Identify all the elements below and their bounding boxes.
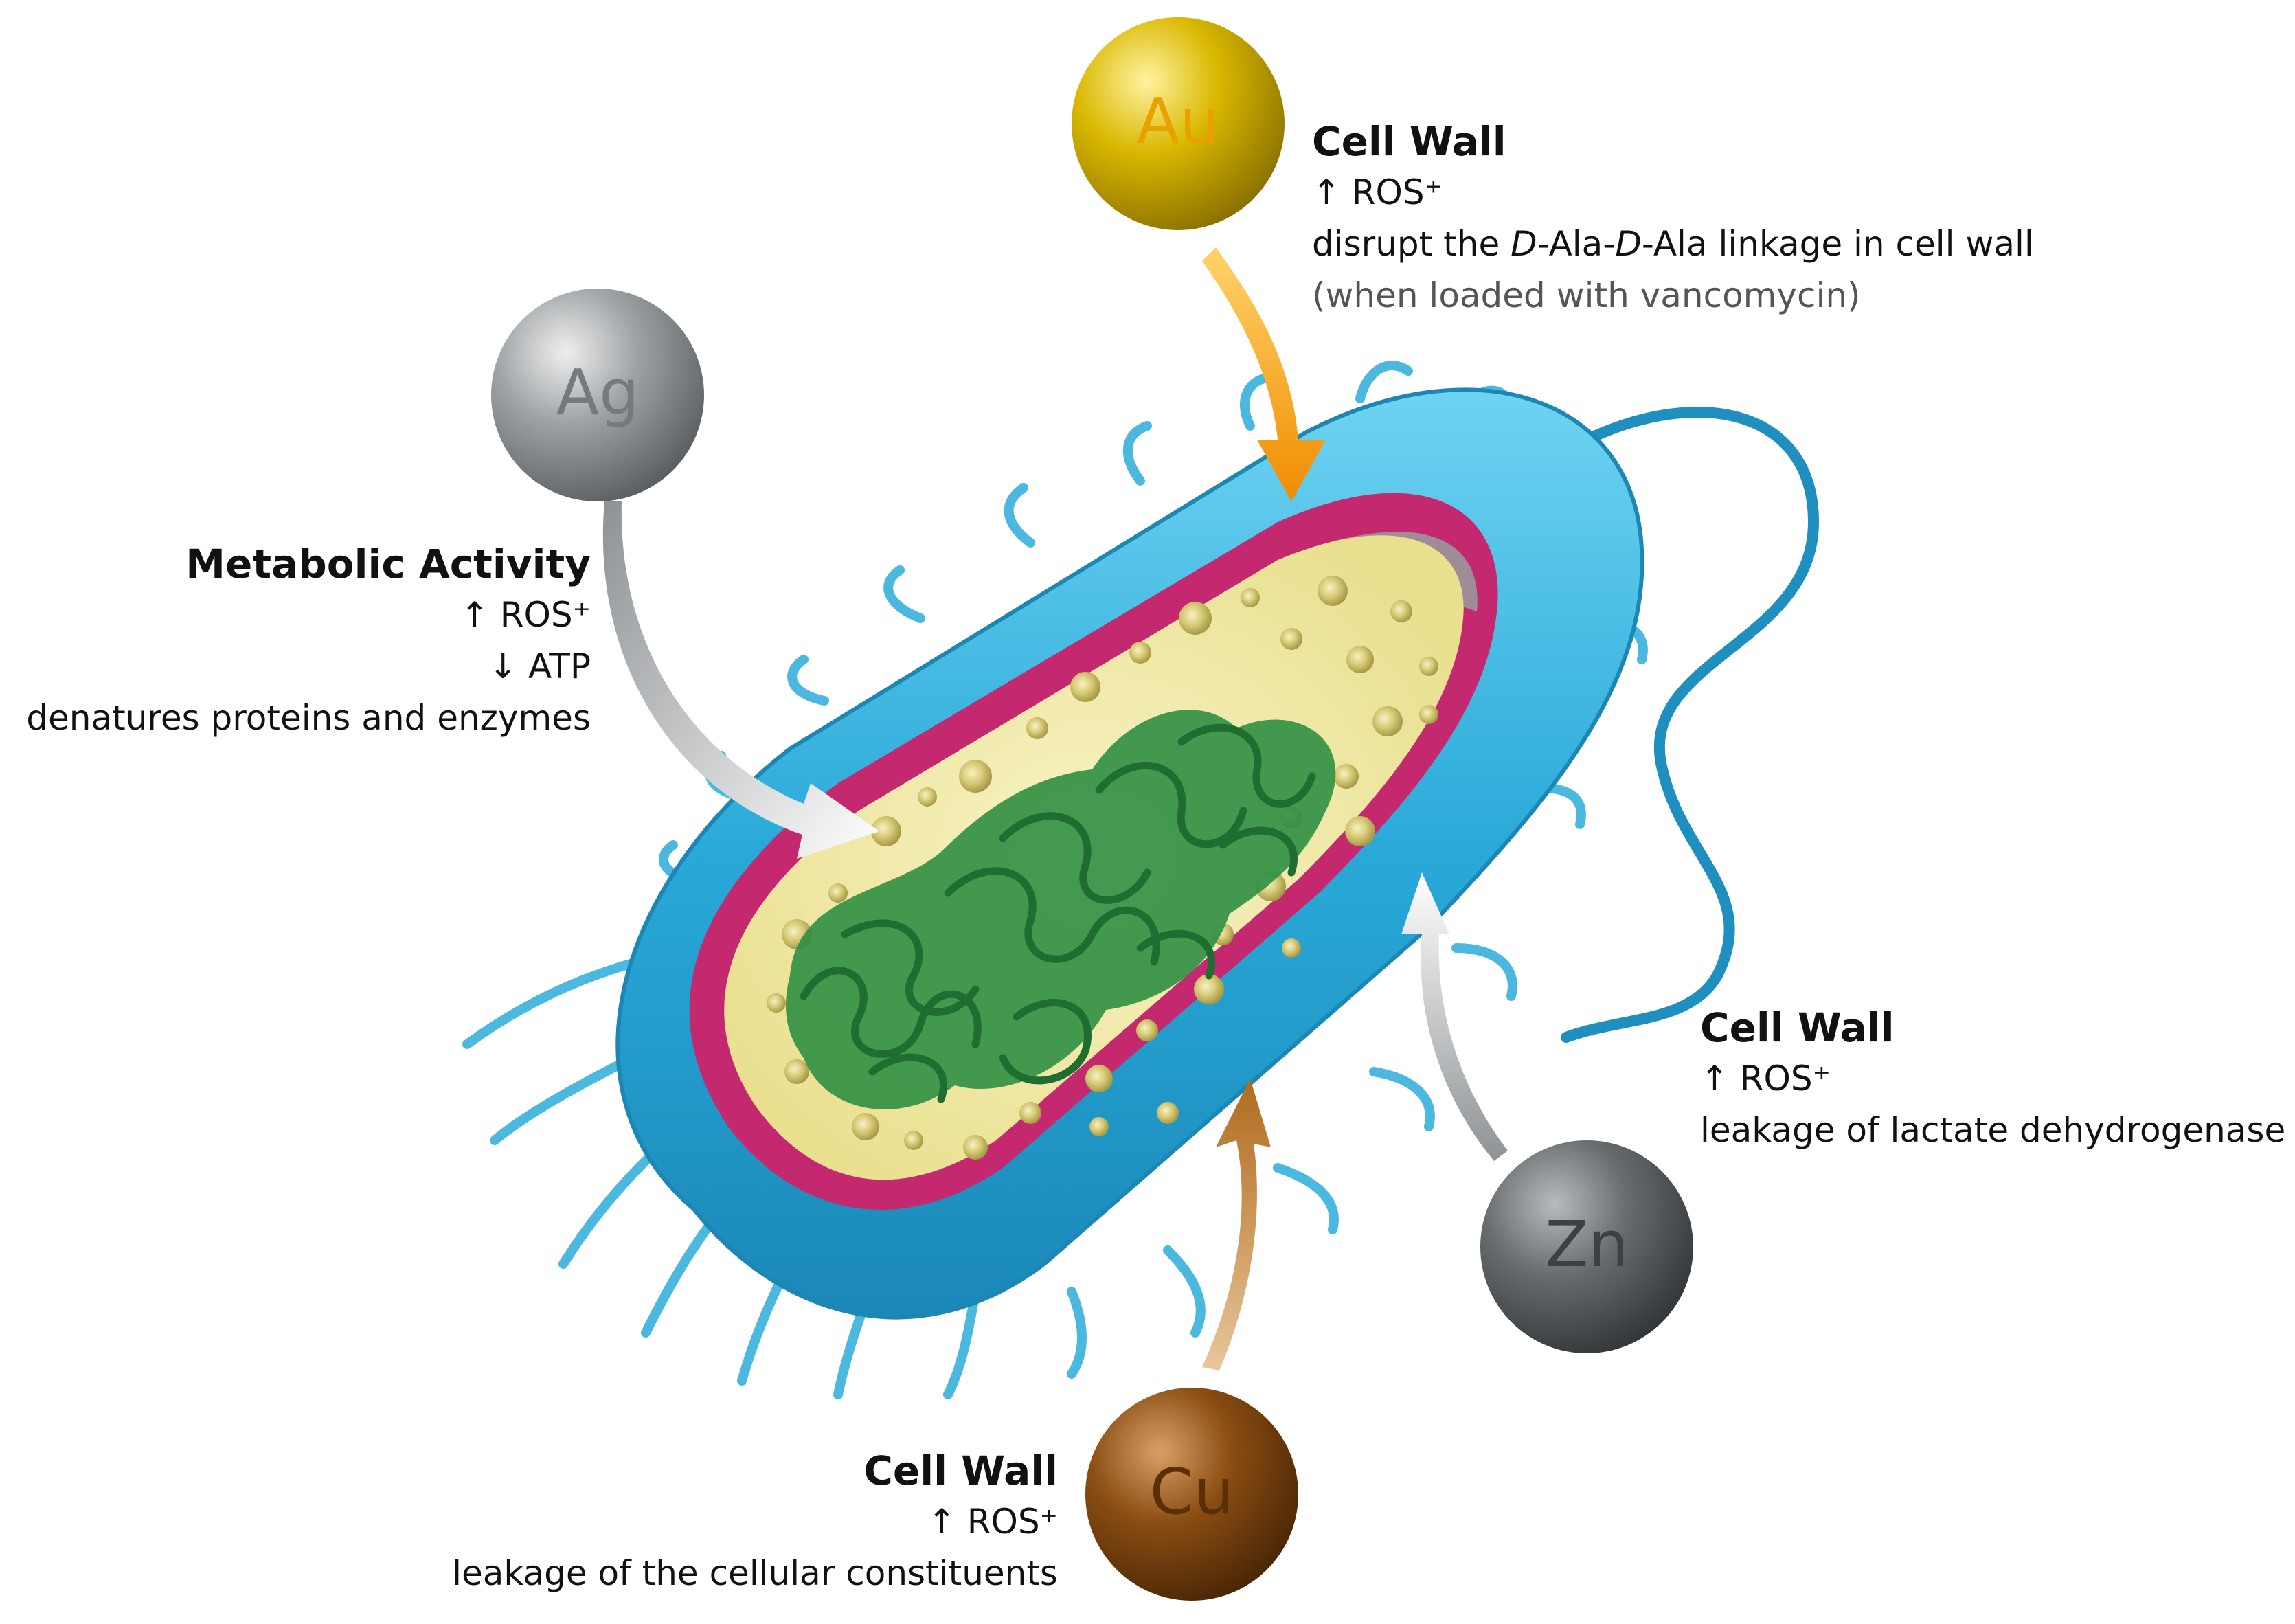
cu-symbol: Cu	[1150, 1455, 1234, 1529]
ag-sphere: Ag	[491, 289, 704, 501]
ag-label: Metabolic Activity ↑ ROS⁺ ↓ ATP denature…	[21, 539, 591, 744]
cu-label-line2: leakage of the cellular constituents	[452, 1553, 1058, 1593]
zn-label-line1: ↑ ROS⁺	[1700, 1058, 1831, 1098]
cu-label-title: Cell Wall	[863, 1447, 1058, 1494]
cu-label-line1: ↑ ROS⁺	[927, 1501, 1058, 1542]
ag-label-line3: denatures proteins and enzymes	[26, 697, 591, 738]
au-label-note: (when loaded with vancomycin)	[1312, 275, 1861, 315]
cu-label: Cell Wall ↑ ROS⁺ leakage of the cellular…	[385, 1446, 1058, 1599]
zn-arrow	[1401, 872, 1508, 1161]
cu-sphere: Cu	[1085, 1388, 1298, 1601]
ag-label-line2: ↓ ATP	[488, 646, 591, 686]
zn-label: Cell Wall ↑ ROS⁺ leakage of lactate dehy…	[1700, 1003, 2285, 1156]
ag-symbol: Ag	[556, 356, 639, 429]
ag-label-title: Metabolic Activity	[185, 541, 591, 587]
au-symbol: Au	[1136, 84, 1219, 158]
zn-label-line2: leakage of lactate dehydrogenase	[1700, 1109, 2286, 1150]
zn-sphere: Zn	[1480, 1140, 1693, 1353]
ag-arrow	[602, 501, 879, 859]
au-label-line2: disrupt the D-Ala-D-Ala linkage in cell …	[1312, 223, 2034, 264]
zn-symbol: Zn	[1545, 1208, 1628, 1281]
au-label-line1: ↑ ROS⁺	[1312, 172, 1443, 212]
zn-label-title: Cell Wall	[1700, 1004, 1895, 1051]
au-label-title: Cell Wall	[1312, 118, 1506, 165]
ag-label-line1: ↑ ROS⁺	[460, 594, 591, 635]
au-arrow	[1202, 247, 1326, 501]
au-sphere: Au	[1072, 17, 1285, 230]
cu-arrow	[1202, 1079, 1271, 1371]
au-label: Cell Wall ↑ ROS⁺ disrupt the D-Ala-D-Ala…	[1312, 117, 2034, 322]
flagellum	[1561, 407, 1820, 1043]
nucleoid	[786, 710, 1336, 1109]
